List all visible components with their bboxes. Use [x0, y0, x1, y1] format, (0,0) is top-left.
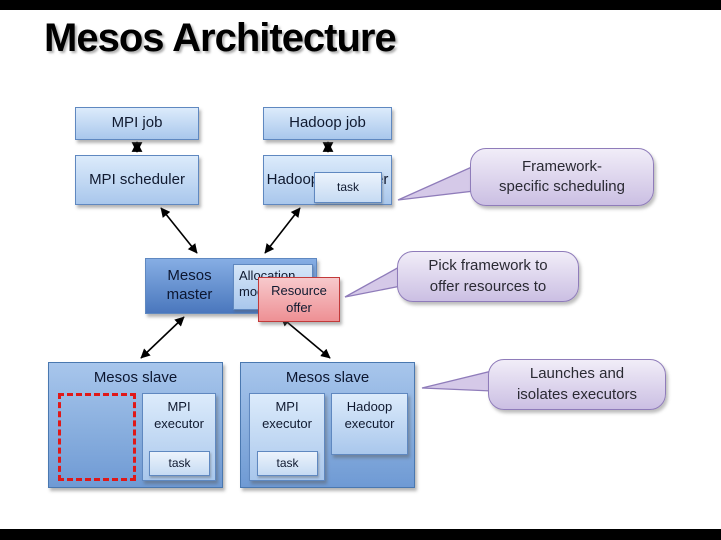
- mpi-executor-left-label: MPI executor: [154, 399, 204, 431]
- callout-pick-framework: Pick framework to offer resources to: [397, 251, 579, 302]
- arrow-master-leftslave: [140, 316, 185, 359]
- callout-launches-isolates: Launches and isolates executors: [488, 359, 666, 410]
- callout-framework-specific-scheduling: Framework- specific scheduling: [470, 148, 654, 206]
- node-scheduler-task: task: [314, 172, 382, 203]
- node-hadoop-job: Hadoop job: [263, 107, 392, 140]
- node-mpi-executor-left: MPI executor task: [142, 393, 216, 481]
- node-mpi-scheduler: MPI scheduler: [75, 155, 199, 205]
- node-resource-offer: Resource offer: [258, 277, 340, 322]
- arrow-hadoopscheduler-master: [264, 207, 301, 254]
- mesos-slave-left-label: Mesos slave: [93, 369, 178, 386]
- hadoop-executor-label: Hadoop executor: [344, 399, 395, 431]
- node-mpi-executor-right: MPI executor task: [249, 393, 325, 481]
- callout-launches-line1: Launches and: [529, 365, 625, 383]
- node-hadoop-executor: Hadoop executor: [331, 393, 408, 455]
- page-title: Mesos Architecture: [44, 16, 397, 60]
- callout-pick-line2: offer resources to: [429, 277, 547, 295]
- node-mesos-slave-left: Mesos slave MPI executor task: [48, 362, 223, 488]
- arrow-master-rightslave: [280, 316, 331, 359]
- isolated-container-dashed-box: [58, 393, 136, 481]
- callout-pick-line1: Pick framework to: [428, 257, 548, 275]
- mesos-master-label: Mesos master: [166, 267, 213, 303]
- callout-tail-pick: [344, 264, 402, 298]
- callout-framework-line1: Framework-: [521, 157, 602, 175]
- callout-tail-framework: [397, 164, 475, 201]
- node-mpi-job: MPI job: [75, 107, 199, 140]
- top-black-bar: [0, 0, 721, 10]
- bottom-black-bar: [0, 529, 721, 540]
- callout-launches-line2: isolates executors: [516, 385, 638, 403]
- mesos-slave-right-label: Mesos slave: [285, 369, 370, 386]
- node-mesos-slave-right: Mesos slave MPI executor task Hadoop exe…: [240, 362, 415, 488]
- node-task-right: task: [257, 451, 318, 476]
- callout-tail-launches: [421, 370, 493, 392]
- callout-framework-line2: specific scheduling: [499, 178, 625, 195]
- node-task-left: task: [149, 451, 210, 476]
- mpi-executor-right-label: MPI executor: [262, 399, 312, 431]
- arrow-mpischeduler-master: [160, 207, 198, 254]
